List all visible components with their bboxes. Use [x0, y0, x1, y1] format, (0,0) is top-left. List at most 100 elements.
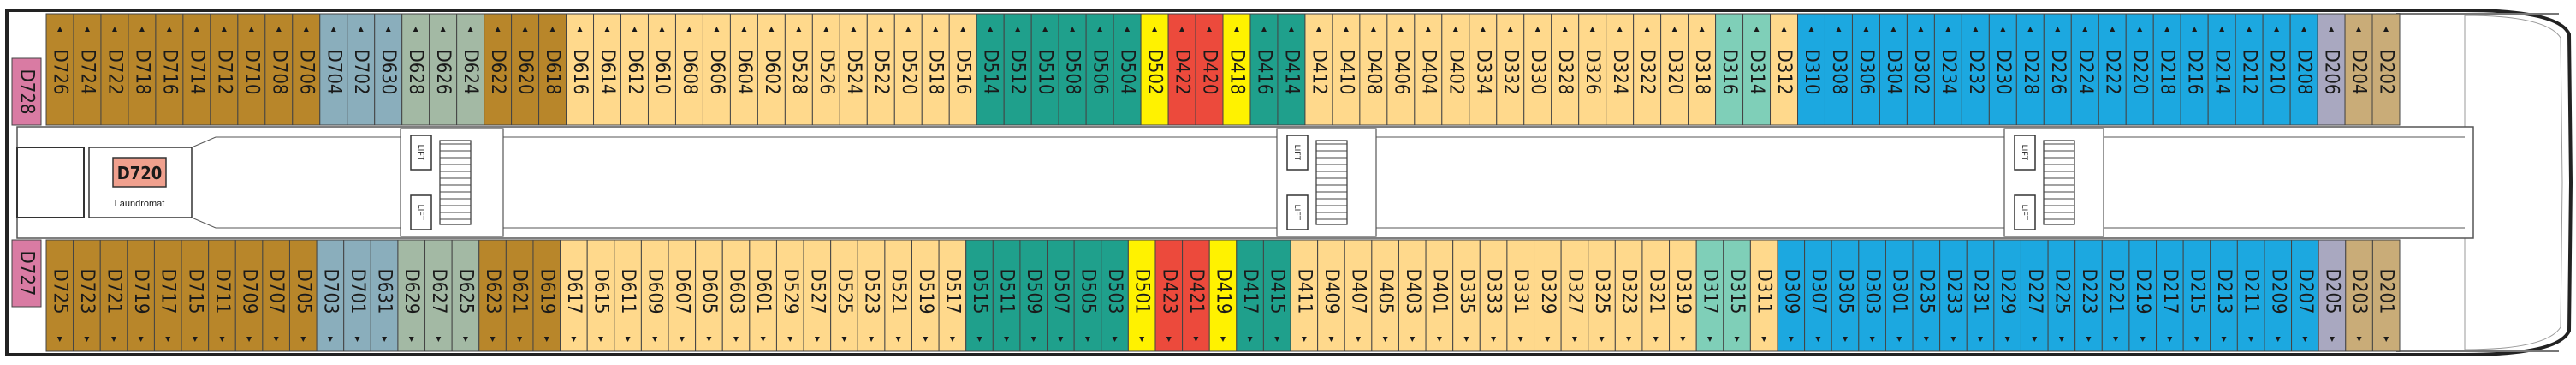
cabin-d501[interactable]: D501 [1127, 239, 1156, 352]
cabin-d201[interactable]: D201 [2371, 239, 2401, 352]
cabin-d728-shape[interactable] [11, 57, 42, 126]
cabin-d317[interactable]: D317 [1695, 239, 1724, 352]
cabin-d617[interactable]: D617 [560, 239, 588, 352]
cabin-d203[interactable]: D203 [2345, 239, 2373, 352]
cabin-d204[interactable]: D204 [2344, 13, 2373, 126]
cabin-d232[interactable]: D232 [1961, 13, 1990, 126]
cabin-d528[interactable]: D528 [784, 13, 813, 126]
cabin-d704[interactable]: D704 [319, 13, 348, 126]
cabin-d527[interactable]: D527 [803, 239, 832, 352]
cabin-d306[interactable]: D306 [1851, 13, 1880, 126]
cabin-d315[interactable]: D315 [1723, 239, 1751, 352]
cabin-d312[interactable]: D312 [1770, 13, 1799, 126]
cabin-d621[interactable]: D621 [505, 239, 534, 352]
cabin-d717[interactable]: D717 [153, 239, 182, 352]
cabin-d614[interactable]: D614 [593, 13, 622, 126]
cabin-d701[interactable]: D701 [343, 239, 371, 352]
cabin-d406[interactable]: D406 [1386, 13, 1416, 126]
cabin-d322[interactable]: D322 [1633, 13, 1662, 126]
cabin-d230[interactable]: D230 [1988, 13, 2017, 126]
cabin-d326[interactable]: D326 [1578, 13, 1607, 126]
cabin-d324[interactable]: D324 [1606, 13, 1635, 126]
cabin-d529[interactable]: D529 [775, 239, 804, 352]
cabin-d515[interactable]: D515 [965, 239, 994, 352]
cabin-d715[interactable]: D715 [181, 239, 210, 352]
cabin-d616[interactable]: D616 [566, 13, 595, 126]
cabin-d206[interactable]: D206 [2317, 13, 2346, 126]
cabin-d727-shape[interactable] [11, 239, 42, 308]
cabin-d716[interactable]: D716 [155, 13, 184, 126]
cabin-d309[interactable]: D309 [1777, 239, 1806, 352]
cabin-d624[interactable]: D624 [456, 13, 485, 126]
cabin-d218[interactable]: D218 [2152, 13, 2181, 126]
cabin-d216[interactable]: D216 [2180, 13, 2209, 126]
cabin-d207[interactable]: D207 [2291, 239, 2319, 352]
cabin-d631[interactable]: D631 [370, 239, 399, 352]
cabin-d709[interactable]: D709 [234, 239, 264, 352]
cabin-d414[interactable]: D414 [1277, 13, 1306, 126]
cabin-d603[interactable]: D603 [721, 239, 751, 352]
cabin-d422[interactable]: D422 [1167, 13, 1196, 126]
cabin-d519[interactable]: D519 [911, 239, 940, 352]
cabin-d319[interactable]: D319 [1669, 239, 1697, 352]
cabin-d205[interactable]: D205 [2318, 239, 2347, 352]
cabin-d506[interactable]: D506 [1085, 13, 1114, 126]
cabin-d305[interactable]: D305 [1831, 239, 1860, 352]
cabin-d710[interactable]: D710 [237, 13, 266, 126]
cabin-d328[interactable]: D328 [1551, 13, 1580, 126]
cabin-d508[interactable]: D508 [1058, 13, 1087, 126]
cabin-d314[interactable]: D314 [1742, 13, 1772, 126]
cabin-d419[interactable]: D419 [1208, 239, 1238, 352]
cabin-d311[interactable]: D311 [1749, 239, 1778, 352]
cabin-d233[interactable]: D233 [1939, 239, 1968, 352]
cabin-d220[interactable]: D220 [2125, 13, 2154, 126]
cabin-d327[interactable]: D327 [1560, 239, 1589, 352]
cabin-d421[interactable]: D421 [1182, 239, 1210, 352]
cabin-d234[interactable]: D234 [1933, 13, 1962, 126]
cabin-d607[interactable]: D607 [668, 239, 697, 352]
cabin-d423[interactable]: D423 [1154, 239, 1184, 352]
cabin-d227[interactable]: D227 [2020, 239, 2049, 352]
cabin-d310[interactable]: D310 [1797, 13, 1825, 126]
cabin-d719[interactable]: D719 [127, 239, 155, 352]
cabin-d221[interactable]: D221 [2101, 239, 2130, 352]
cabin-d335[interactable]: D335 [1452, 239, 1481, 352]
cabin-d222[interactable]: D222 [2098, 13, 2127, 126]
cabin-d619[interactable]: D619 [532, 239, 561, 352]
cabin-d404[interactable]: D404 [1414, 13, 1443, 126]
cabin-d520[interactable]: D520 [893, 13, 923, 126]
cabin-d332[interactable]: D332 [1496, 13, 1525, 126]
cabin-d721[interactable]: D721 [99, 239, 128, 352]
cabin-d331[interactable]: D331 [1506, 239, 1535, 352]
cabin-d418[interactable]: D418 [1222, 13, 1251, 126]
cabin-d711[interactable]: D711 [208, 239, 236, 352]
cabin-d622[interactable]: D622 [484, 13, 513, 126]
cabin-d610[interactable]: D610 [647, 13, 676, 126]
cabin-d608[interactable]: D608 [674, 13, 703, 126]
cabin-d320[interactable]: D320 [1660, 13, 1689, 126]
cabin-d511[interactable]: D511 [992, 239, 1021, 352]
cabin-d705[interactable]: D705 [288, 239, 318, 352]
cabin-d202[interactable]: D202 [2371, 13, 2401, 126]
cabin-d407[interactable]: D407 [1344, 239, 1373, 352]
cabin-d321[interactable]: D321 [1641, 239, 1671, 352]
cabin-d708[interactable]: D708 [264, 13, 294, 126]
cabin-d605[interactable]: D605 [695, 239, 723, 352]
cabin-d219[interactable]: D219 [2128, 239, 2158, 352]
cabin-d502[interactable]: D502 [1140, 13, 1169, 126]
cabin-d629[interactable]: D629 [397, 239, 426, 352]
cabin-d308[interactable]: D308 [1824, 13, 1853, 126]
cabin-d612[interactable]: D612 [620, 13, 649, 126]
cabin-d604[interactable]: D604 [729, 13, 758, 126]
cabin-d510[interactable]: D510 [1030, 13, 1059, 126]
cabin-d512[interactable]: D512 [1003, 13, 1032, 126]
cabin-d412[interactable]: D412 [1304, 13, 1333, 126]
cabin-d401[interactable]: D401 [1425, 239, 1454, 352]
cabin-d627[interactable]: D627 [424, 239, 453, 352]
cabin-d301[interactable]: D301 [1885, 239, 1914, 352]
cabin-d523[interactable]: D523 [857, 239, 886, 352]
cabin-d707[interactable]: D707 [262, 239, 290, 352]
cabin-d514[interactable]: D514 [976, 13, 1005, 126]
cabin-d601[interactable]: D601 [749, 239, 777, 352]
cabin-d410[interactable]: D410 [1332, 13, 1361, 126]
